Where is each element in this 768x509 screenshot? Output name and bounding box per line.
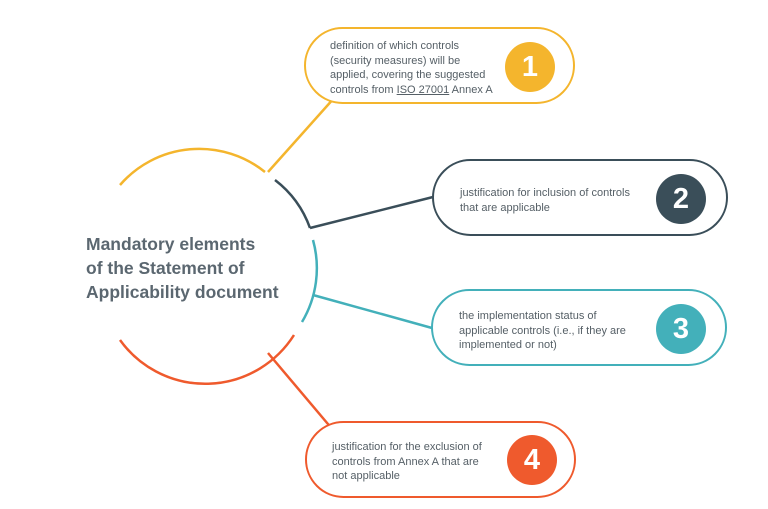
item-1-line-1: definition of which controls [330,40,460,52]
item-2-number-badge: 2 [656,174,706,224]
item-4-line-3: not applicable [332,470,400,482]
arc-yellow [119,147,266,186]
item-1-line-4: controls from ISO 27001 Annex A [330,83,530,98]
item-3-line-2: applicable controls (i.e., if they are [459,324,626,337]
item-3-line-1: the implementation status of [459,310,597,322]
item-1-line-4-suffix: Annex A [449,83,493,96]
iso-27001-link[interactable]: ISO 27001 [396,83,450,96]
connector-4 [267,352,334,431]
arc-orange [118,334,296,386]
item-4-line-1: justification for the exclusion of [332,441,482,453]
center-title-line-3: Applicability document [86,282,279,302]
item-1-text: definition of which controls (security m… [330,39,530,97]
item-4-line-2: controls from Annex A that are [332,455,479,468]
item-1-line-3: applied, covering the suggested [330,69,486,81]
item-2-text: justification for inclusion of controls … [460,186,660,215]
connector-2 [309,195,434,230]
arc-dark [274,179,312,229]
item-2-line-1: justification for inclusion of controls [460,187,630,199]
item-1-line-4-prefix: controls from [330,83,397,96]
center-title: Mandatory elements of the Statement of A… [86,232,326,304]
item-1-line-2: (security measures) will be [330,54,461,67]
item-2-line-2: that are applicable [460,201,550,214]
item-3-line-3: implemented or not) [459,339,557,351]
center-title-line-1: Mandatory elements [86,234,256,254]
item-4-text: justification for the exclusion of contr… [332,440,532,484]
item-3-number-badge: 3 [656,304,706,354]
item-3-text: the implementation status of applicable … [459,309,659,353]
connector-3 [312,293,433,330]
center-title-line-2: of the Statement of [86,258,245,278]
item-1-number-badge: 1 [505,42,555,92]
item-4-number-badge: 4 [507,435,557,485]
arc-teal [300,239,319,323]
connector-1 [267,96,336,173]
